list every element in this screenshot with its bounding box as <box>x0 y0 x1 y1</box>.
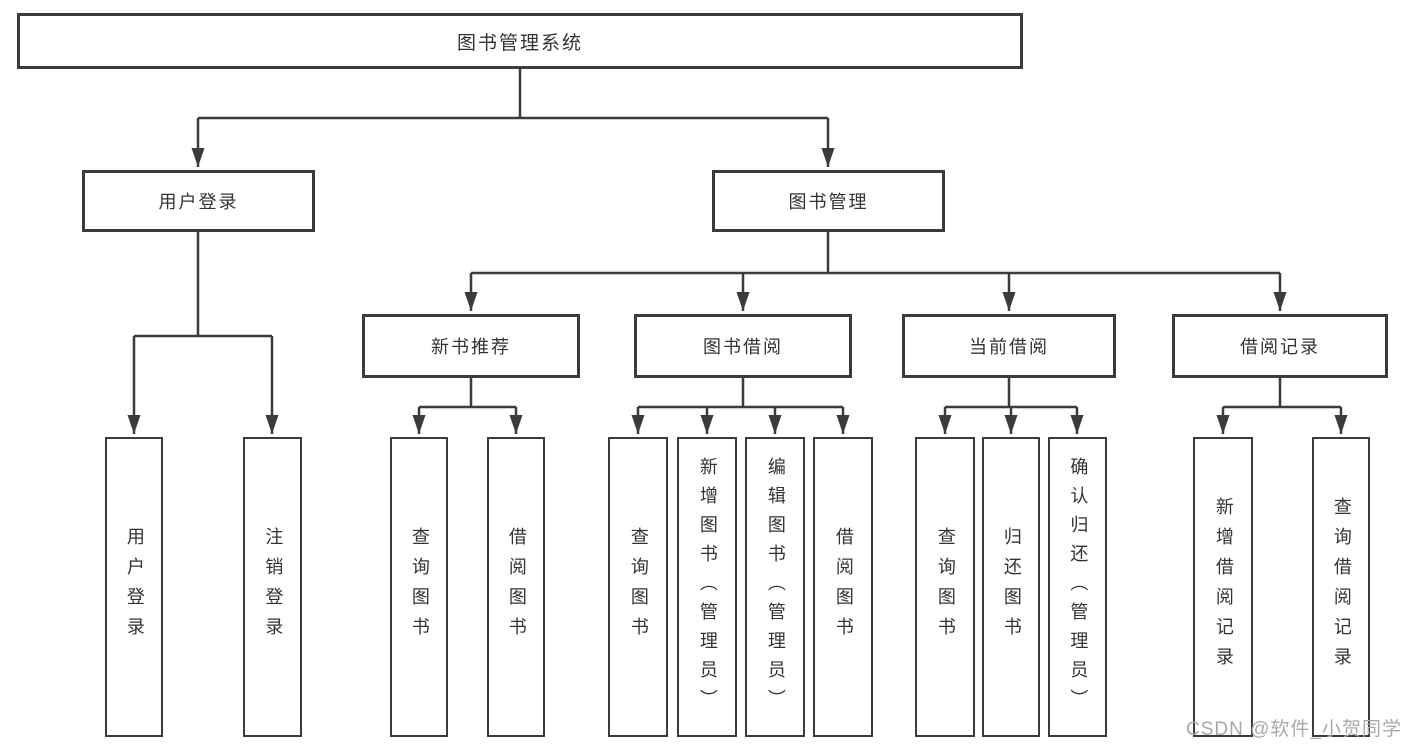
leaf-logout: 注销登录 <box>243 437 302 737</box>
node-new-book-recommend: 新书推荐 <box>362 314 580 378</box>
node-new-book-recommend-label: 新书推荐 <box>431 337 511 357</box>
leaf-add-books-admin-label: 新增图书（管理员） <box>697 456 718 718</box>
leaf-query-books-borrow-label: 查询图书 <box>628 527 649 647</box>
node-user-login: 用户登录 <box>82 170 315 232</box>
leaf-add-borrow-record: 新增借阅记录 <box>1193 437 1253 737</box>
leaf-query-books-recommend: 查询图书 <box>390 437 448 737</box>
leaf-logout-label: 注销登录 <box>263 527 284 647</box>
leaf-edit-books-admin: 编辑图书（管理员） <box>745 437 805 737</box>
leaf-query-books-borrow: 查询图书 <box>608 437 668 737</box>
leaf-user-login: 用户登录 <box>105 437 163 737</box>
node-book-borrow: 图书借阅 <box>634 314 852 378</box>
node-borrow-records: 借阅记录 <box>1172 314 1388 378</box>
leaf-user-login-label: 用户登录 <box>124 527 145 647</box>
leaf-borrow-books-recommend: 借阅图书 <box>487 437 545 737</box>
node-current-borrow: 当前借阅 <box>902 314 1116 378</box>
node-book-management-label: 图书管理 <box>788 192 869 212</box>
leaf-borrow-books: 借阅图书 <box>813 437 873 737</box>
leaf-confirm-return-admin: 确认归还（管理员） <box>1048 437 1107 737</box>
node-book-management: 图书管理 <box>712 170 945 232</box>
leaf-return-books: 归还图书 <box>982 437 1040 737</box>
node-library-system-label: 图书管理系统 <box>456 32 583 54</box>
leaf-borrow-books-recommend-label: 借阅图书 <box>506 527 527 647</box>
watermark: CSDN @软件_小贺同学 <box>1186 719 1402 740</box>
node-user-login-label: 用户登录 <box>158 192 239 212</box>
leaf-edit-books-admin-label: 编辑图书（管理员） <box>765 456 786 718</box>
node-borrow-records-label: 借阅记录 <box>1240 337 1320 357</box>
leaf-return-books-label: 归还图书 <box>1001 527 1022 647</box>
node-current-borrow-label: 当前借阅 <box>969 337 1049 357</box>
leaf-add-books-admin: 新增图书（管理员） <box>677 437 737 737</box>
leaf-query-books-recommend-label: 查询图书 <box>409 527 430 647</box>
leaf-query-borrow-record: 查询借阅记录 <box>1312 437 1370 737</box>
leaf-borrow-books-label: 借阅图书 <box>833 527 854 647</box>
leaf-query-books-current-label: 查询图书 <box>935 527 956 647</box>
leaf-query-books-current: 查询图书 <box>915 437 975 737</box>
leaf-add-borrow-record-label: 新增借阅记录 <box>1213 497 1234 677</box>
node-book-borrow-label: 图书借阅 <box>703 337 783 357</box>
leaf-query-borrow-record-label: 查询借阅记录 <box>1331 497 1352 677</box>
node-library-system: 图书管理系统 <box>17 13 1023 69</box>
leaf-confirm-return-admin-label: 确认归还（管理员） <box>1068 456 1089 718</box>
